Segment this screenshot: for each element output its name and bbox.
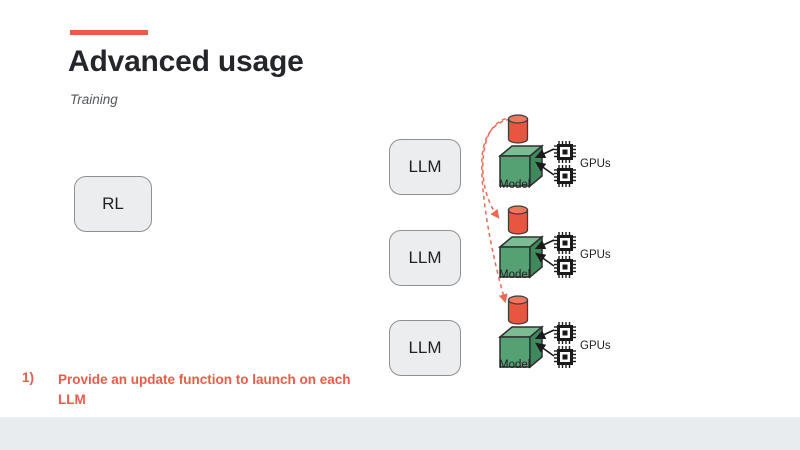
gpu-to-model-arrows-1 <box>534 148 555 176</box>
gpu-chip-icon-3b <box>554 346 576 368</box>
rl-node-label: RL <box>102 194 124 213</box>
gpu-chip-icon-2b <box>554 256 576 278</box>
bullet-text: Provide an update function to launch on … <box>58 372 351 407</box>
gpus-label-1: GPUs <box>580 158 611 170</box>
database-cylinder-icon-1 <box>507 114 529 144</box>
footer-bar <box>0 417 800 450</box>
bullet-marker: 1) <box>22 370 35 385</box>
llm-node-box-3[interactable]: LLM <box>389 320 461 376</box>
page-title: Advanced usage <box>68 45 304 78</box>
database-cylinder-icon-2 <box>507 205 529 235</box>
gpu-to-model-arrows-2 <box>534 239 555 267</box>
gpus-label-3: GPUs <box>580 340 611 352</box>
llm-node-label-2: LLM <box>408 248 442 267</box>
model-label-3: Model <box>499 359 531 371</box>
gpu-to-model-arrows-3 <box>534 329 555 357</box>
llm-node-label-3: LLM <box>408 338 442 357</box>
rl-node-box[interactable]: RL <box>74 176 152 232</box>
gpu-chip-icon-3a <box>554 322 576 344</box>
page-subtitle: Training <box>70 92 118 107</box>
title-accent-bar <box>70 30 148 35</box>
dashed-flow-arrow <box>481 116 514 304</box>
gpu-chip-icon-1a <box>554 141 576 163</box>
model-label-1: Model <box>499 179 531 191</box>
llm-node-box-2[interactable]: LLM <box>389 230 461 286</box>
database-cylinder-icon-3 <box>507 295 529 325</box>
model-label-2: Model <box>499 269 531 281</box>
gpu-chip-icon-1b <box>554 165 576 187</box>
llm-node-label-1: LLM <box>408 157 442 176</box>
gpu-chip-icon-2a <box>554 232 576 254</box>
gpus-label-2: GPUs <box>580 249 611 261</box>
llm-node-box-1[interactable]: LLM <box>389 139 461 195</box>
